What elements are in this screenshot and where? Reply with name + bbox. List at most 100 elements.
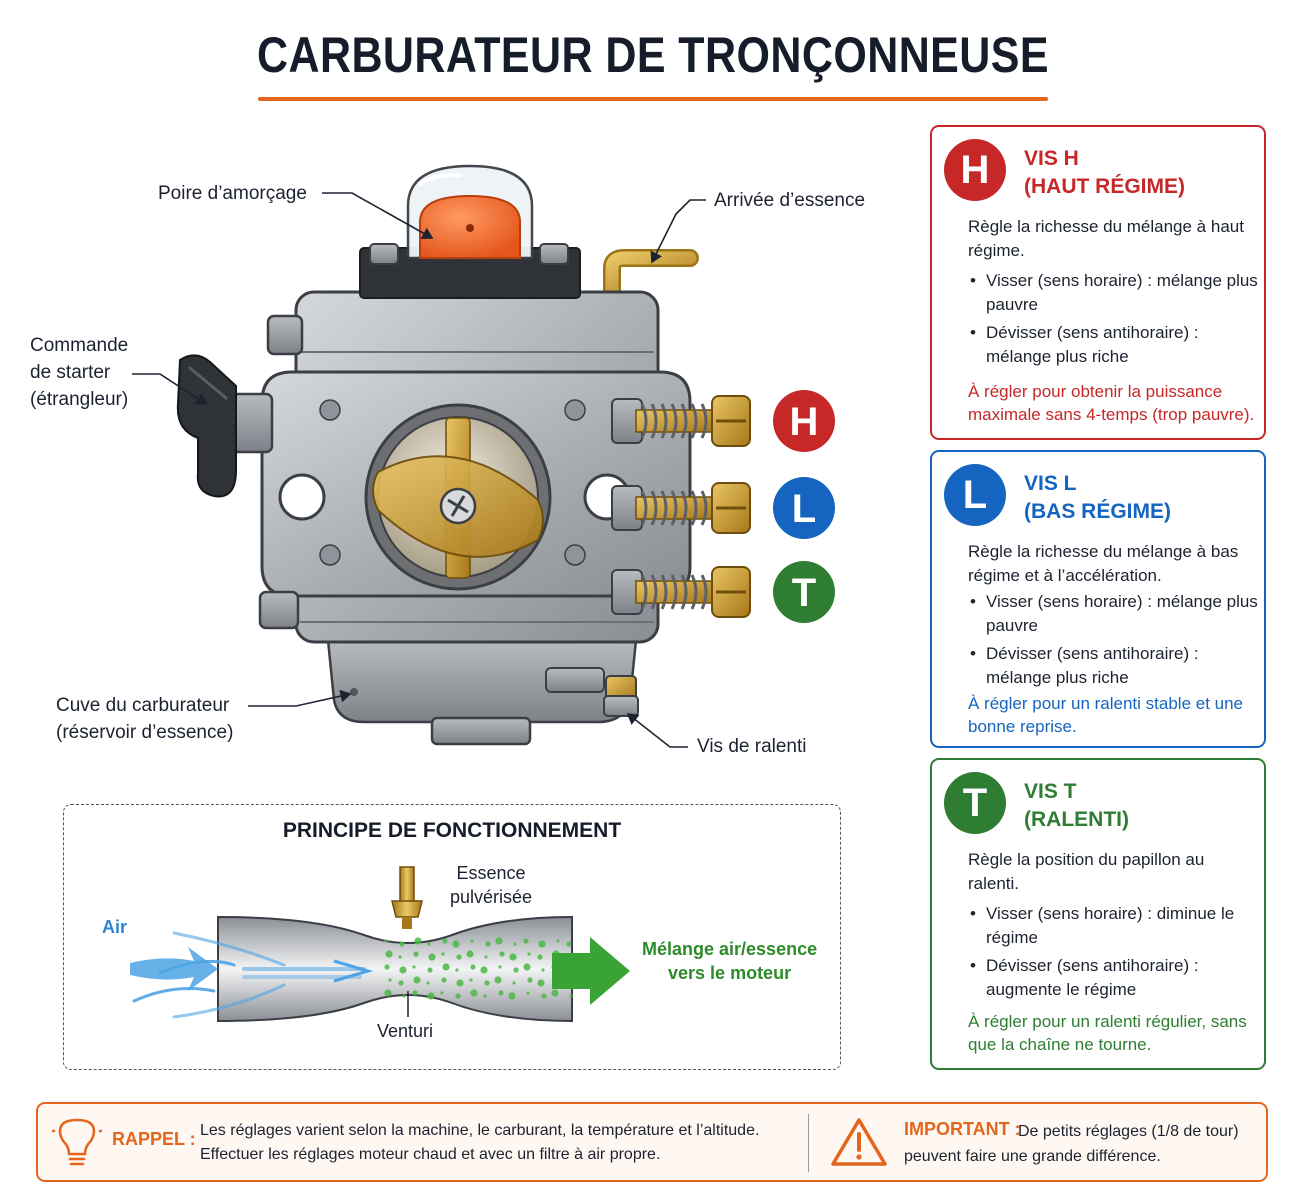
mix-arrow [552, 937, 630, 1005]
spray-droplet [527, 977, 533, 983]
label-choke: Commande de starter (étrangleur) [30, 335, 129, 410]
badge-t: T [944, 772, 1006, 834]
bullet: Dévisser (sens antihoraire) : mélange pl… [968, 321, 1262, 369]
label-venturi: Venturi [377, 1021, 434, 1041]
spray-droplet [538, 940, 546, 948]
spray-droplet [456, 979, 464, 987]
label-bowl: Cuve du carburateur (réservoir d’essence… [56, 695, 234, 743]
spray-droplet [556, 939, 560, 943]
throttle-bore [364, 403, 552, 591]
spray-droplet [569, 994, 573, 998]
spray-droplet [442, 963, 450, 971]
leader-lines [132, 192, 706, 748]
card-t-desc: Règle la position du papillon au ralenti… [968, 850, 1205, 893]
svg-text:T: T [792, 571, 816, 615]
spray-droplet [384, 939, 388, 943]
svg-text:L: L [792, 487, 816, 531]
spray-droplet [427, 992, 435, 1000]
card-h-title: VIS H(HAUT RÉGIME) [1024, 147, 1185, 198]
spray-droplet [399, 941, 405, 947]
spray-droplet [399, 966, 407, 974]
important-label: IMPORTANT : [904, 1119, 1021, 1139]
spray-droplet [551, 989, 559, 997]
spray-droplet [537, 954, 543, 960]
air-arrow-head [333, 959, 374, 983]
warning-icon [831, 1118, 887, 1166]
spray-droplet [498, 965, 502, 969]
spray-droplet [513, 967, 519, 973]
fuel-inlet-pipe [603, 249, 699, 301]
spray-droplet [509, 953, 517, 961]
spray-droplet [384, 989, 392, 997]
card-h-note: À régler pour obtenir la puissance maxim… [968, 382, 1255, 424]
card-t-title: VIS T(RALENTI) [1024, 780, 1129, 831]
rappel-label: RAPPEL : [112, 1129, 196, 1149]
adjustment-screws [611, 395, 751, 618]
adjustment-screw [611, 566, 751, 618]
spray-droplet [495, 937, 503, 945]
spray-droplet [452, 940, 460, 948]
card-screw-l: L VIS L(BAS RÉGIME) Règle la richesse du… [930, 450, 1266, 748]
spray-droplet [470, 989, 478, 997]
spray-droplet [455, 993, 461, 999]
card-h-desc: Règle la richesse du mélange à haut régi… [968, 217, 1244, 260]
principle-title: PRINCIPE DE FONCTIONNEMENT [282, 819, 622, 842]
page-title: CARBURATEUR DE TRONÇONNEUSE [256, 27, 1049, 83]
spray-droplet [398, 955, 402, 959]
spray-droplet [456, 954, 462, 960]
card-h-bullets: Visser (sens horaire) : mélange plus pau… [968, 269, 1262, 373]
screw-badge-t: T [773, 561, 835, 623]
label-fuel-inlet: Arrivée d’essence [714, 190, 866, 211]
fuel-nozzle [391, 866, 423, 929]
bullet: Dévisser (sens antihoraire) : mélange pl… [968, 642, 1262, 690]
screw-badge-h: H [773, 390, 835, 452]
screw-badges: HLT [773, 390, 835, 623]
lightbulb-icon [52, 1118, 102, 1166]
idle-screw [603, 675, 639, 717]
footer-banner: RAPPEL : Les réglages varient selon la m… [36, 1102, 1268, 1182]
spray-droplet [414, 937, 422, 945]
card-t-bullets: Visser (sens horaire) : diminue le régim… [968, 902, 1262, 1006]
spray-droplet [426, 981, 430, 985]
spray-droplet [413, 951, 419, 957]
spray-droplet [455, 968, 459, 972]
primer-assembly [359, 164, 581, 299]
principle-panel: PRINCIPE DE FONCTIONNEMENT [63, 804, 841, 1070]
spray-droplet [513, 942, 517, 946]
fuel-bowl [326, 638, 638, 746]
spray-droplet [466, 950, 474, 958]
spray-droplet [398, 980, 404, 986]
spray-droplet [480, 966, 488, 974]
spray-droplet [523, 938, 529, 944]
spray-droplet [499, 951, 505, 957]
spray-droplet [523, 963, 531, 971]
spray-droplet [541, 968, 545, 972]
spray-droplet [484, 980, 490, 986]
spray-droplet [388, 978, 392, 982]
card-screw-t: T VIS T(RALENTI) Règle la position du pa… [930, 758, 1266, 1070]
adjustment-screw [611, 482, 751, 534]
spray-droplet [541, 993, 547, 999]
title-underline [258, 97, 1048, 101]
svg-text:H: H [790, 400, 819, 444]
air-arrow [130, 947, 218, 991]
spray-droplet [384, 964, 390, 970]
spray-droplet [427, 967, 433, 973]
card-l-bullets: Visser (sens horaire) : mélange plus pau… [968, 590, 1262, 694]
venturi-tube [217, 915, 573, 1023]
card-t-note: À régler pour un ralenti régulier, sans … [968, 1012, 1247, 1054]
label-primer: Poire d’amorçage [158, 183, 307, 204]
bullet: Visser (sens horaire) : diminue le régim… [968, 902, 1262, 950]
spray-droplet [537, 979, 545, 987]
spray-droplet [498, 990, 504, 996]
card-screw-h: H VIS H(HAUT RÉGIME) Règle la richesse d… [930, 125, 1266, 440]
spray-droplet [441, 952, 445, 956]
spray-droplet [440, 991, 444, 995]
adjustment-screw [611, 395, 751, 447]
label-air: Air [102, 917, 128, 937]
spray-droplet [566, 941, 572, 947]
label-idle-screw: Vis de ralenti [697, 736, 807, 757]
spray-droplet [442, 938, 448, 944]
